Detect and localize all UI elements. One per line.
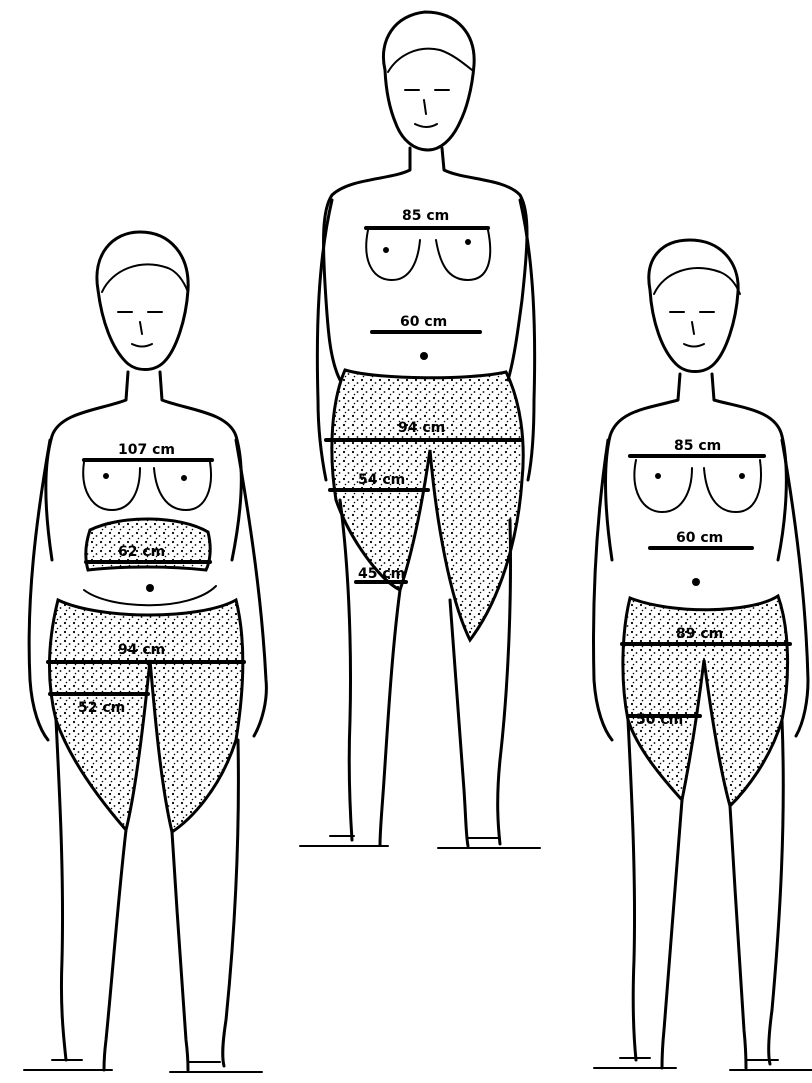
face-features [118,312,162,347]
head-outline [649,240,738,372]
feet [594,1058,812,1070]
center-knee-label: 45 cm [358,566,405,582]
center-hips-label: 94 cm [398,420,445,436]
hip-thigh-fat-region [49,600,242,832]
feet [24,1060,262,1072]
face-features [670,312,714,347]
figure-right: 85 cm 60 cm 89 cm 50 cm [594,240,812,1070]
left-thigh-label: 52 cm [78,700,125,716]
face-features [405,90,449,127]
left-waist-label: 62 cm [118,544,165,560]
right-hips-label: 89 cm [676,626,723,642]
right-bust-label: 85 cm [674,438,721,454]
right-thigh-label: 50 cm [636,712,683,728]
center-bust-label: 85 cm [402,208,449,224]
bust-shape [634,460,761,512]
figure-left: 107 cm 62 cm 94 cm 52 cm [24,232,266,1072]
left-bust-label: 107 cm [118,442,175,458]
hair-line [388,49,472,72]
center-thigh-label: 54 cm [358,472,405,488]
thigh-fat-region [332,370,523,640]
head-outline [97,232,188,370]
torso-outline [324,148,527,380]
head-outline [383,12,474,150]
center-waist-label: 60 cm [400,314,447,330]
right-waist-label: 60 cm [676,530,723,546]
legs-outline [628,720,783,1068]
bust-shape [83,462,211,510]
hair-line [102,264,188,292]
figure-center: 85 cm 60 cm 94 cm 54 cm 45 cm [300,12,540,848]
left-hips-label: 94 cm [118,642,165,658]
hair-line [654,268,740,294]
bust-shape [366,230,490,280]
feet [300,836,540,848]
